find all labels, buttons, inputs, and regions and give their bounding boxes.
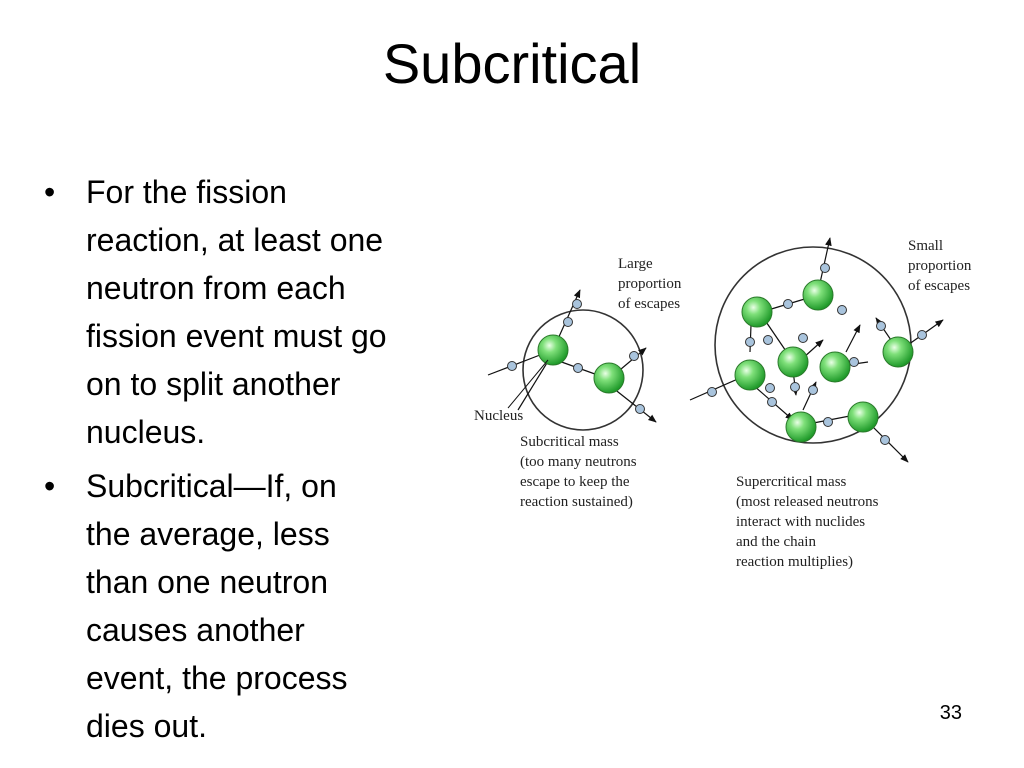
bullet-text: For the fission reaction, at least one n… — [86, 174, 387, 450]
small-escapes-label: Small proportion of escapes — [908, 238, 972, 294]
bullet-marker: • — [44, 468, 56, 504]
fission-diagram: Large proportion of escapes Small propor… — [468, 230, 1008, 590]
supercritical-neutrons — [707, 263, 927, 445]
bullet-list: • For the fission reaction, at least one… — [44, 168, 464, 756]
subcritical-sphere — [522, 309, 644, 431]
nucleus-label: Nucleus — [474, 408, 524, 424]
nucleus-leader-line — [507, 359, 549, 409]
subcritical-neutrons — [507, 299, 645, 414]
bullet-item-2: • Subcritical―If, on the average, less t… — [44, 462, 464, 750]
bullet-item-1: • For the fission reaction, at least one… — [44, 168, 464, 456]
slide-title: Subcritical — [382, 32, 642, 95]
bullet-marker: • — [44, 174, 56, 210]
bullet-text: Subcritical―If, on the average, less tha… — [86, 468, 348, 744]
subcritical-caption: Subcritical mass (too many neutrons esca… — [520, 434, 637, 510]
supercritical-nuclei — [734, 279, 914, 443]
fission-diagram-svg — [487, 237, 944, 463]
large-escapes-label: Large proportion of escapes — [618, 256, 682, 312]
subcritical-nuclei — [537, 334, 625, 394]
supercritical-caption: Supercritical mass (most released neutro… — [736, 474, 879, 570]
supercritical-sphere — [714, 246, 912, 444]
page-number: 33 — [939, 702, 962, 724]
